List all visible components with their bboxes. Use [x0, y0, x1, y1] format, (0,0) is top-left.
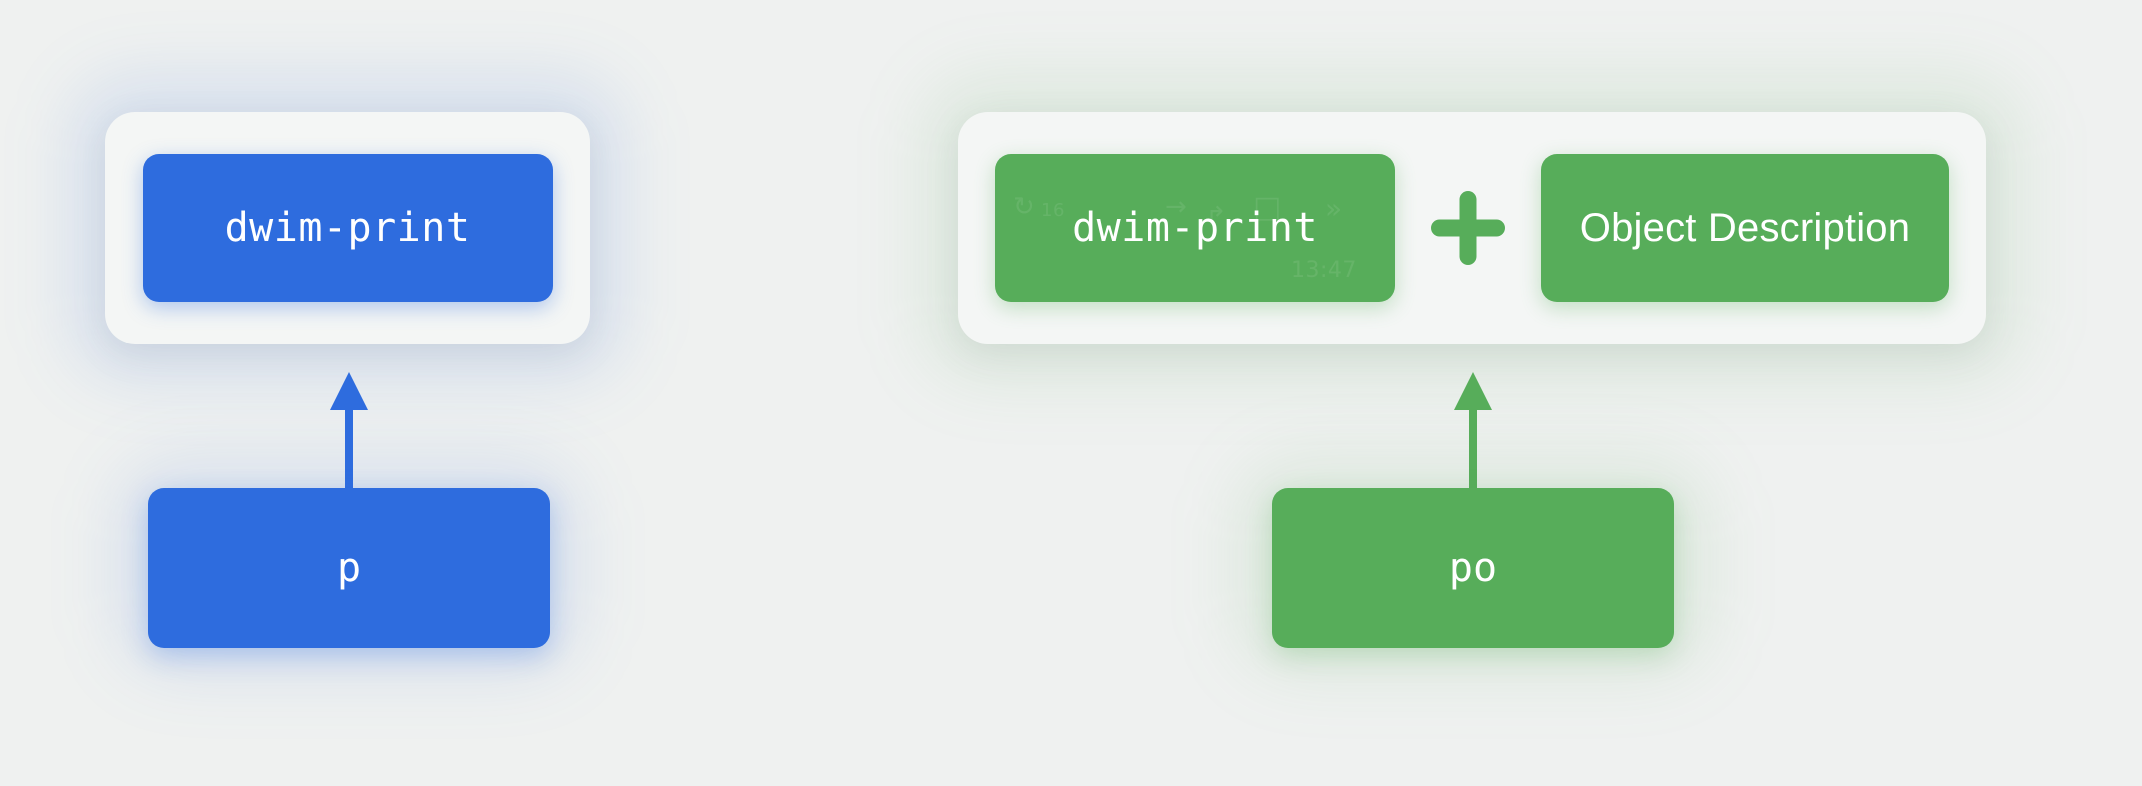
box-label: dwim-print	[224, 205, 471, 251]
command-label: p	[336, 545, 362, 591]
watermark-glyph: ↻	[1013, 192, 1036, 222]
panel-p-expansion: dwim-print	[105, 112, 590, 344]
arrow-p-to-dwim-print	[327, 372, 371, 490]
box-label: dwim-print	[1072, 205, 1318, 251]
command-label: po	[1448, 545, 1498, 591]
arrow-po-to-expansion	[1451, 372, 1495, 490]
command-box-p[interactable]: p	[148, 488, 550, 648]
box-label: Object Description	[1579, 205, 1911, 250]
plus-icon	[1425, 185, 1511, 271]
watermark-glyph: »	[1325, 192, 1343, 225]
box-dwim-print-blue[interactable]: dwim-print	[142, 154, 553, 302]
watermark-glyph: 13:47	[1291, 258, 1357, 283]
watermark-glyph: 16	[1041, 200, 1065, 221]
box-object-description[interactable]: Object Description	[1541, 154, 1949, 302]
command-box-po[interactable]: po	[1272, 488, 1674, 648]
panel-po-expansion: ↻ 16 → ↱ □ » 13:47 dwim-print Object Des…	[958, 112, 1986, 344]
box-dwim-print-green[interactable]: ↻ 16 → ↱ □ » 13:47 dwim-print	[995, 154, 1395, 302]
